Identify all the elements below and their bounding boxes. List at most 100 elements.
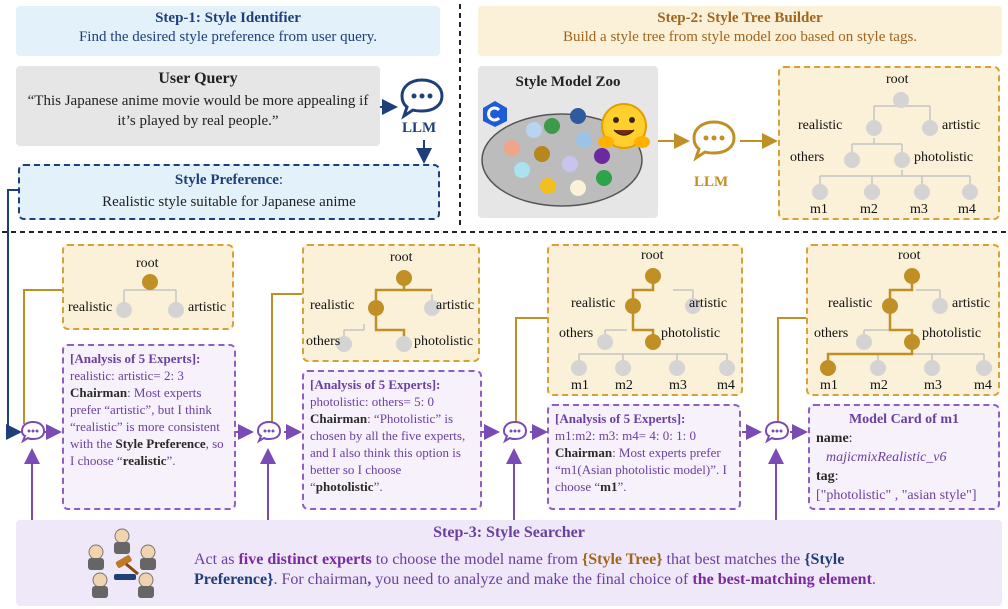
step3-text: , [367, 571, 372, 588]
tree-node-m2: m2 [870, 378, 888, 393]
chairman-text-part: , so I choose “ [70, 436, 224, 468]
model-card-title: Model Card of m1 [848, 412, 960, 427]
step3-text: . For chairman [273, 571, 368, 588]
chat-bubble-icon [690, 118, 738, 162]
step3-bold-text: the best-matching element [692, 571, 872, 588]
tree-node-realistic: realistic [68, 300, 113, 315]
chairman-text-part: : Most experts prefer “m1(Asian photolis… [555, 445, 727, 494]
model-card-panel: Model Card of m1 name: majicmixRealistic… [808, 404, 1000, 510]
chairman-text-part: ”. [617, 479, 627, 494]
tree-node-artistic: artistic [942, 118, 981, 133]
step3-box: Step-3: Style Searcher Act as five disti… [16, 520, 1002, 606]
chairman-text-part: : “Photolistic” is chosen by all the fiv… [310, 411, 466, 494]
analysis-panel-1: [Analysis of 5 Experts]: realistic: arti… [62, 344, 236, 510]
step2-subtitle: Build a style tree from style model zoo … [562, 29, 918, 45]
tree-node-root: root [390, 250, 413, 265]
model-card-tag-colon: : [834, 469, 839, 484]
tree-node-others: others [814, 326, 849, 341]
chairman-choice: realistic [122, 453, 167, 468]
tree-node-others: others [559, 326, 594, 341]
chairman-text-part: ”. [373, 479, 383, 494]
analysis-header: [Analysis of 5 Experts]: [555, 411, 686, 426]
style-model-zoo-title: Style Model Zoo [515, 74, 621, 90]
step3-text: that best matches the [662, 551, 805, 568]
llm-label-step1: LLM [402, 120, 437, 136]
chairman-bold-part: Style Preference [115, 436, 206, 451]
tree-node-m3: m3 [910, 202, 928, 217]
style-preference-colon: : [278, 172, 284, 188]
model-card-name-key: name [816, 431, 849, 446]
chairman-label: Chairman [555, 445, 613, 460]
tree-node-m2: m2 [860, 202, 878, 217]
step3-style-tree-ref: {Style Tree} [581, 551, 663, 568]
tree-node-m1: m1 [571, 378, 589, 393]
tree-node-artistic: artistic [436, 298, 475, 313]
chairman-label: Chairman [70, 385, 128, 400]
step3-text: Act as [194, 551, 239, 568]
chairman-text-part: : Most experts prefer “artistic”, but I … [70, 385, 220, 451]
tree-node-artistic: artistic [952, 296, 991, 311]
chat-bubble-icon [502, 420, 528, 444]
chat-bubble-icon [20, 420, 46, 444]
style-model-zoo-box: Style Model Zoo [478, 66, 658, 218]
search-tree-3: root realistic artistic others photolist… [547, 244, 743, 396]
chairman-choice: m1 [600, 479, 618, 494]
style-preference-box: Style Preference: Realistic style suitab… [18, 164, 440, 220]
step1-title: Step-1: Style Identifier [155, 10, 301, 26]
tree-node-photolistic: photolistic [922, 326, 982, 341]
chat-bubble-icon [256, 420, 282, 444]
tree-node-root: root [641, 248, 664, 263]
tree-node-photolistic: photolistic [661, 326, 721, 341]
civitai-logo-icon [482, 100, 508, 128]
step3-style-pref-ref: Preference} [194, 571, 274, 588]
analysis-vote: realistic: artistic= 2: 3 [70, 368, 184, 383]
tree-node-m3: m3 [924, 378, 942, 393]
tree-node-m1: m1 [810, 202, 828, 217]
step2-header: Step-2: Style Tree Builder Build a style… [478, 6, 1002, 56]
chairman-text-part: ”. [166, 453, 176, 468]
search-tree-2: root realistic artistic others photolist… [302, 244, 480, 362]
tree-node-root: root [898, 248, 921, 263]
search-tree-4: root realistic artistic others photolist… [806, 244, 1000, 396]
analysis-chairman-text: Chairman: Most experts prefer “m1(Asian … [555, 444, 733, 495]
step3-style-pref-ref: {Style [804, 551, 845, 568]
tree-node-artistic: artistic [689, 296, 728, 311]
user-query-text: “This Japanese anime movie would be more… [27, 93, 369, 129]
tree-node-m4: m4 [974, 378, 992, 393]
analysis-header: [Analysis of 5 Experts]: [70, 351, 201, 366]
tree-node-realistic: realistic [798, 118, 843, 133]
model-card-tag-value: ["photolistic" , "asian style"] [816, 488, 977, 503]
search-tree-1: root realistic artistic [62, 244, 234, 330]
step3-text: . [871, 571, 876, 588]
user-query-box: User Query “This Japanese anime movie wo… [16, 66, 380, 146]
step3-line-1: Act as five distinct experts to choose t… [194, 551, 994, 569]
chairman-label: Chairman [310, 411, 368, 426]
tree-node-others: others [790, 150, 825, 165]
tree-node-m3: m3 [669, 378, 687, 393]
tree-node-others: others [306, 334, 341, 349]
analysis-vote: m1:m2: m3: m4= 4: 0: 1: 0 [555, 428, 696, 443]
chat-bubble-icon [764, 420, 790, 444]
analysis-panel-3: [Analysis of 5 Experts]: m1:m2: m3: m4= … [547, 404, 741, 510]
step3-text: you need to analyze and make the final c… [371, 571, 693, 588]
experts-group-icon [76, 522, 166, 604]
tree-node-m4: m4 [958, 202, 976, 217]
chat-bubble-icon [398, 76, 446, 120]
analysis-header: [Analysis of 5 Experts]: [310, 377, 441, 392]
user-query-title: User Query [158, 70, 238, 87]
hugging-face-icon [596, 100, 652, 156]
style-preference-text: Realistic style suitable for Japanese an… [102, 194, 356, 210]
analysis-chairman-text: Chairman: Most experts prefer “artistic”… [70, 384, 228, 469]
tree-node-m4: m4 [717, 378, 735, 393]
tree-node-realistic: realistic [828, 296, 873, 311]
tree-node-root: root [136, 256, 159, 271]
style-tree-full: root realistic artistic others photolist… [778, 66, 1000, 220]
chairman-choice: photolistic [315, 479, 374, 494]
tree-node-photolistic: photolistic [914, 150, 974, 165]
tree-node-realistic: realistic [571, 296, 616, 311]
model-card-name-value: majicmixRealistic_v6 [826, 450, 947, 465]
step3-title: Step-3: Style Searcher [433, 524, 585, 541]
step1-header: Step-1: Style Identifier Find the desire… [16, 6, 440, 56]
gavel-icon [108, 552, 142, 582]
